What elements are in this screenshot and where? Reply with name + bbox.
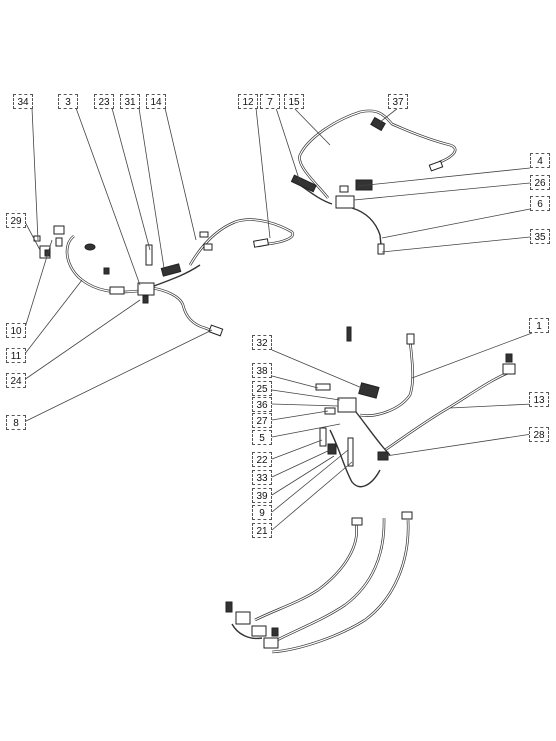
- callout-23: 23: [94, 94, 114, 109]
- left-pipe-assembly: [33, 218, 295, 337]
- callout-9: 9: [252, 505, 272, 520]
- callout-37: 37: [388, 94, 408, 109]
- callout-29: 29: [6, 213, 26, 228]
- callout-33: 33: [252, 470, 272, 485]
- callout-8: 8: [6, 415, 26, 430]
- callout-11: 11: [6, 348, 26, 363]
- callout-38: 38: [252, 363, 272, 378]
- callout-24: 24: [6, 373, 26, 388]
- callout-32: 32: [252, 335, 272, 350]
- top-right-hose-assembly: [290, 109, 457, 255]
- callout-14: 14: [146, 94, 166, 109]
- middle-right-hose-assembly: [315, 326, 516, 488]
- callout-15: 15: [284, 94, 304, 109]
- callout-12: 12: [238, 94, 258, 109]
- callout-28: 28: [529, 427, 549, 442]
- callout-10: 10: [6, 323, 26, 338]
- callout-25: 25: [252, 381, 272, 396]
- callout-22: 22: [252, 452, 272, 467]
- callout-31: 31: [120, 94, 140, 109]
- callout-36: 36: [252, 397, 272, 412]
- callout-35: 35: [530, 229, 550, 244]
- callout-27: 27: [252, 413, 272, 428]
- callout-34: 34: [13, 94, 33, 109]
- callout-1: 1: [529, 318, 549, 333]
- callout-26: 26: [530, 175, 550, 190]
- callout-13: 13: [529, 392, 549, 407]
- callout-7: 7: [260, 94, 280, 109]
- callout-4: 4: [530, 153, 550, 168]
- callout-21: 21: [252, 523, 272, 538]
- callout-3: 3: [58, 94, 78, 109]
- callout-6: 6: [530, 196, 550, 211]
- leader-lines: [23, 107, 533, 531]
- callout-39: 39: [252, 488, 272, 503]
- callout-5: 5: [252, 430, 272, 445]
- bottom-hose-assembly: [225, 511, 413, 654]
